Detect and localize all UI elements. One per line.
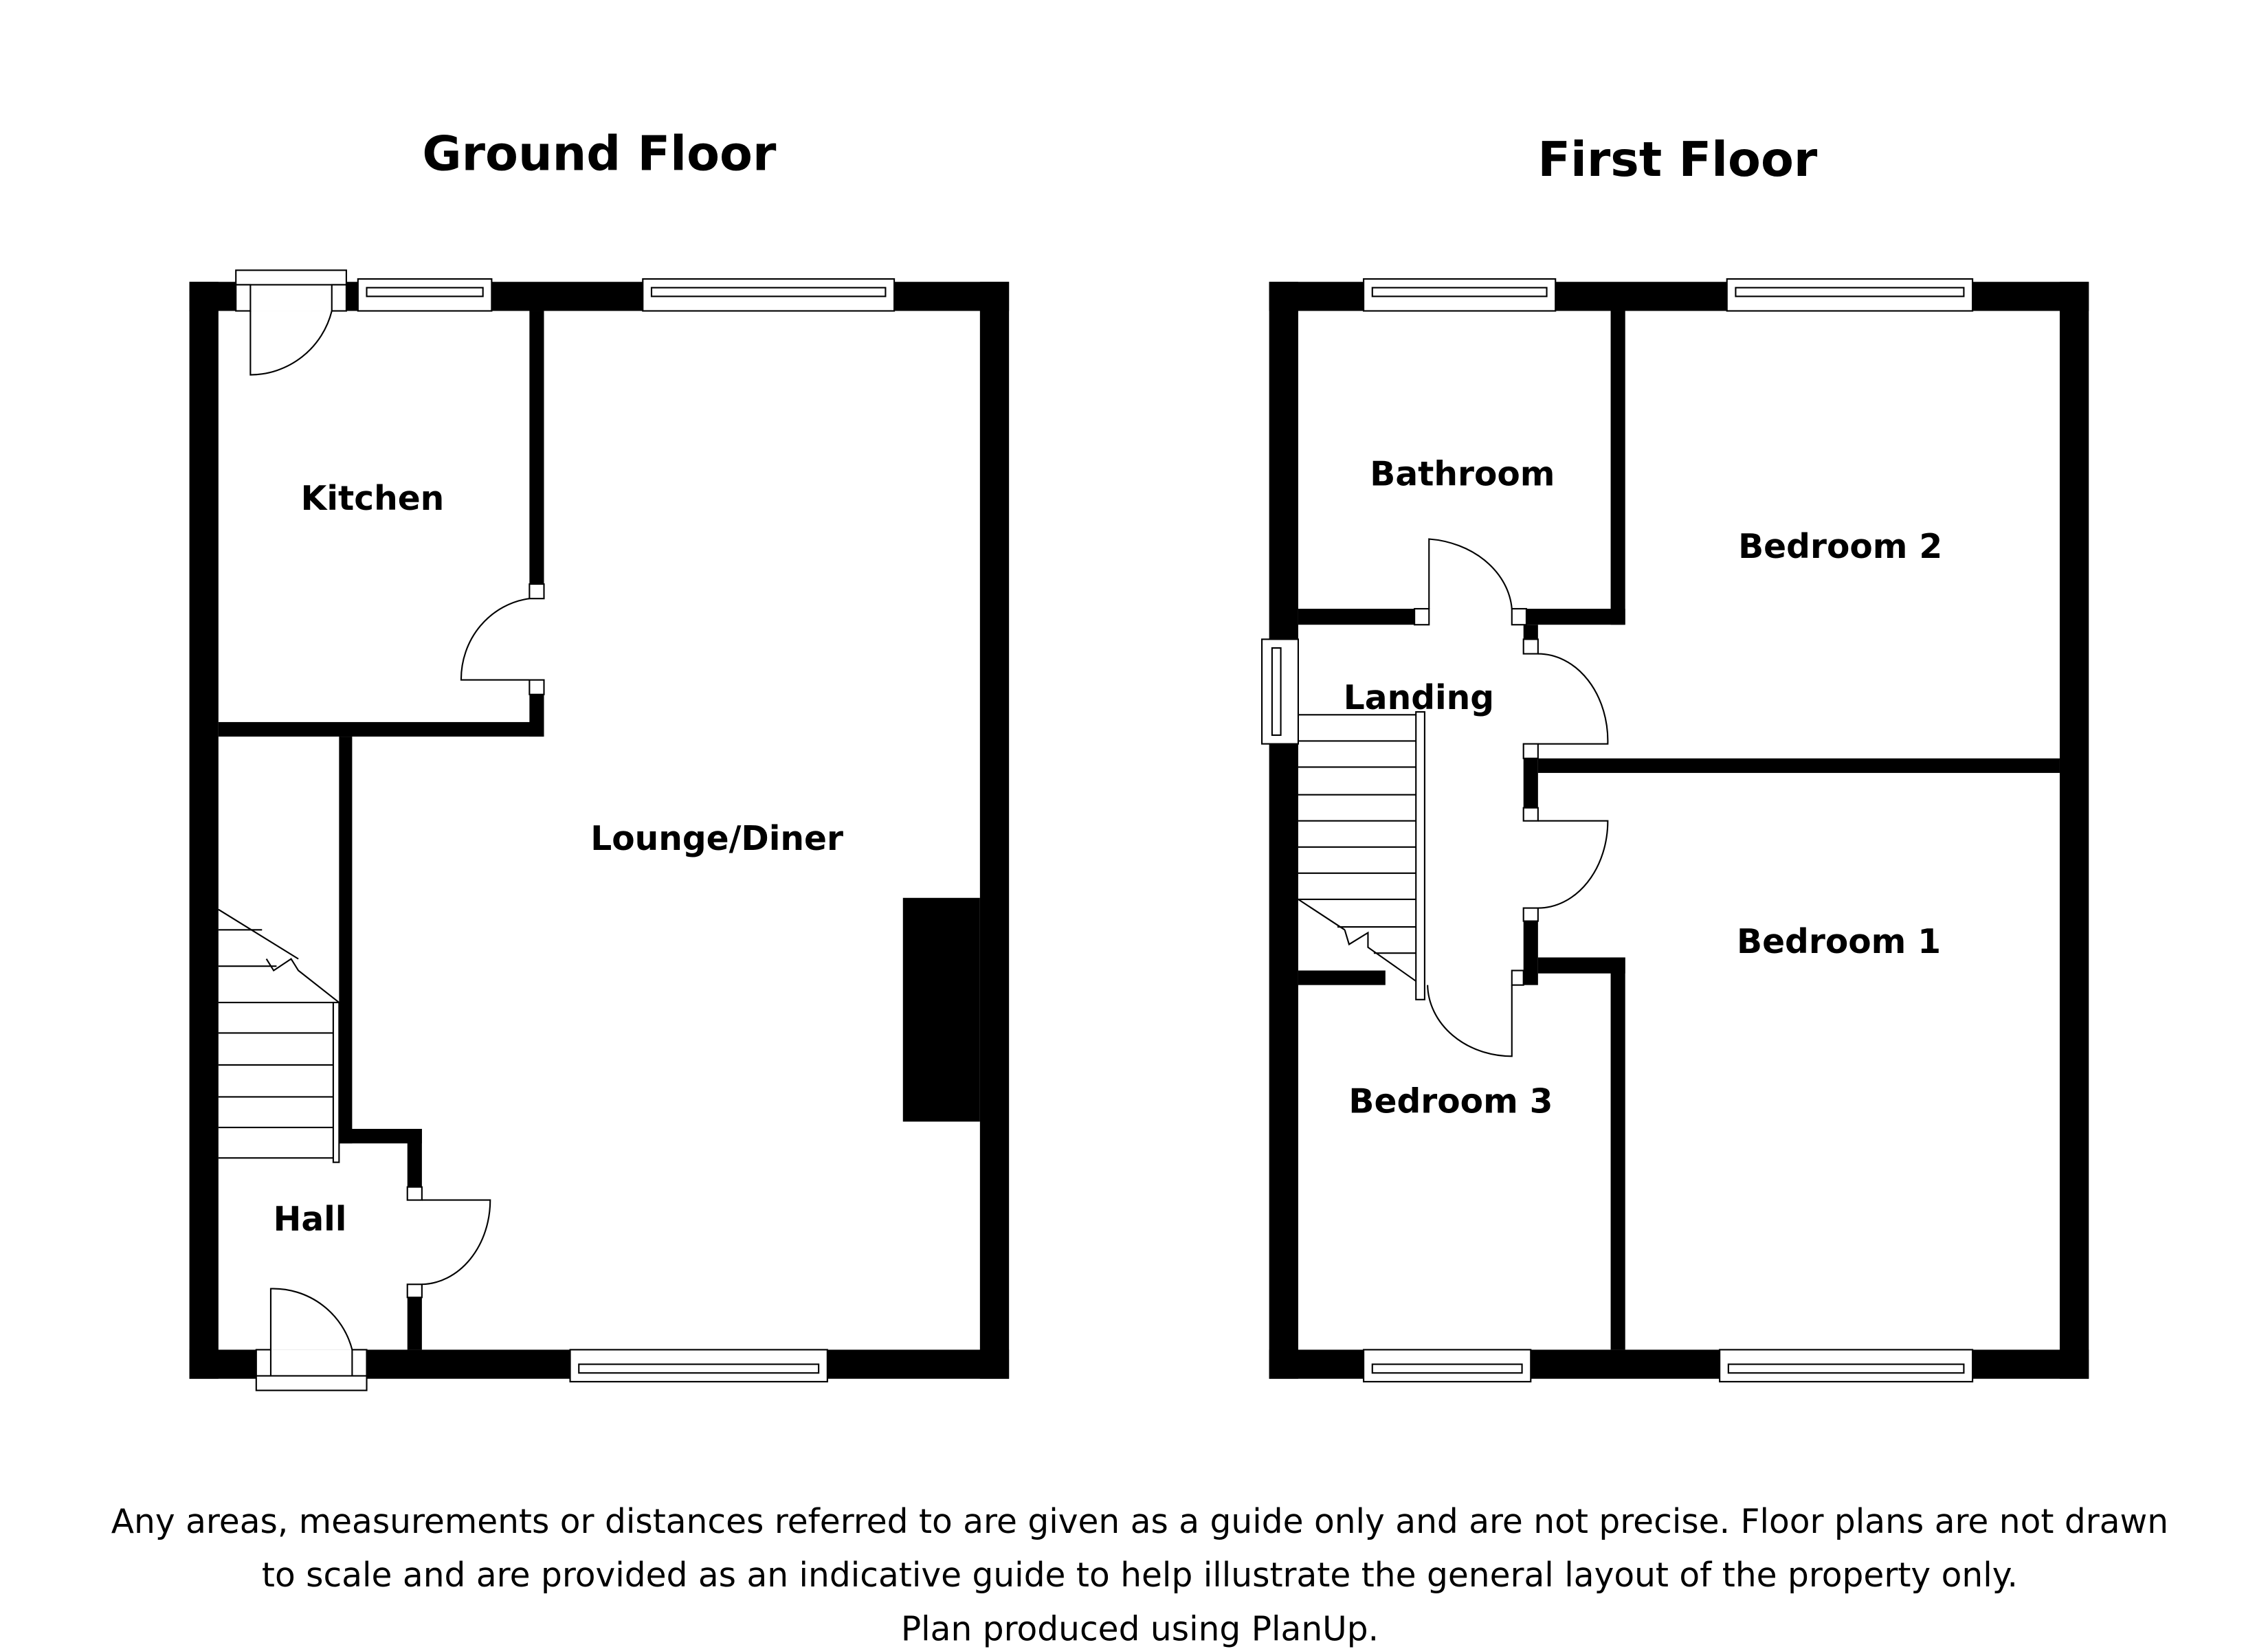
chimney-breast [902, 897, 980, 1122]
bedroom2-door-swing [1537, 653, 1609, 745]
first-floor-title: First Floor [1537, 132, 1818, 188]
hall-door-swing [421, 1199, 491, 1286]
kitchen-window [357, 278, 493, 312]
ground-floor-plan: Ground Floor [189, 126, 1010, 1391]
room-label-lounge-diner: Lounge/Diner [590, 820, 843, 858]
bedroom1-window [1719, 1349, 1974, 1382]
room-label-bedroom-3: Bedroom 3 [1348, 1083, 1553, 1121]
room-label-bathroom: Bathroom [1370, 455, 1555, 493]
room-label-kitchen: Kitchen [301, 480, 445, 518]
first-floor-plan: First Floor [1261, 132, 2089, 1382]
front-door-swing [269, 1288, 353, 1350]
bedroom1-door-swing [1537, 820, 1609, 909]
front-door-frame [255, 1375, 368, 1391]
bedroom3-window [1363, 1349, 1532, 1382]
bedroom2-window [1726, 278, 1974, 312]
disclaimer-line-2: to scale and are provided as an indicati… [262, 1556, 2018, 1595]
room-label-landing: Landing [1344, 679, 1494, 717]
back-door-swing [249, 311, 333, 376]
disclaimer-line-3: Plan produced using PlanUp. [901, 1610, 1379, 1648]
room-label-bedroom-1: Bedroom 1 [1737, 923, 1941, 961]
back-door-frame [235, 269, 347, 286]
kitchen-door-swing [460, 598, 530, 681]
room-label-bedroom-2: Bedroom 2 [1738, 528, 1942, 566]
lounge-rear-window [642, 278, 896, 312]
room-label-hall: Hall [274, 1200, 347, 1239]
landing-window [1261, 638, 1299, 745]
ground-floor-stairs [218, 908, 340, 1163]
lounge-front-window [569, 1349, 828, 1382]
bathroom-door-swing [1428, 538, 1513, 609]
first-floor-stairs [1298, 711, 1425, 1000]
ground-floor-title: Ground Floor [422, 126, 777, 181]
bathroom-window [1363, 278, 1557, 312]
disclaimer-line-1: Any areas, measurements or distances ref… [111, 1503, 2168, 1541]
bedroom3-door-swing [1427, 985, 1513, 1057]
